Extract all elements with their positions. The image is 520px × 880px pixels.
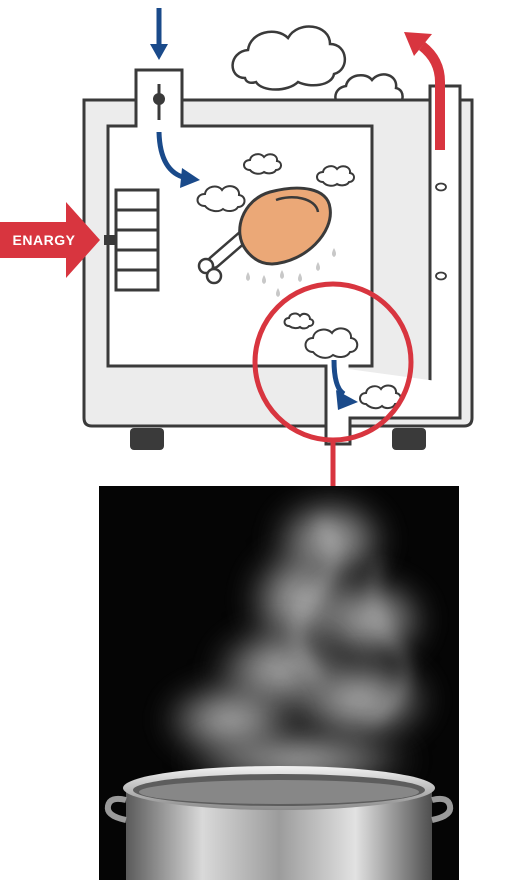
cloud-icon: [196, 185, 246, 213]
cloud-icon: [304, 327, 359, 359]
cloud-icon: [316, 165, 355, 187]
chicken-leg-icon: [197, 186, 332, 285]
drain-arrow-icon: [331, 359, 358, 410]
oven-foot-right: [392, 428, 426, 450]
cloud-icon: [243, 153, 282, 175]
cloud-icon: [359, 384, 402, 410]
exhaust-arrow-icon: [404, 32, 445, 150]
damper-knob-icon: [153, 93, 165, 105]
magnifier-icon: [252, 281, 414, 486]
heater-grill-icon: [104, 188, 160, 292]
droplet-icon: [246, 248, 336, 297]
bubble-icon: [435, 182, 447, 192]
oven-foot-left: [130, 428, 164, 450]
energy-arrow: ENARGY: [0, 202, 100, 278]
pot-icon: [104, 766, 454, 880]
steaming-pot-photo: [99, 486, 459, 880]
bubble-icon: [435, 271, 447, 281]
cloud-icon: [283, 312, 315, 330]
intake-arrow-icon: [150, 8, 168, 60]
airflow-arrow-icon: [156, 131, 200, 188]
energy-label: ENARGY: [13, 232, 76, 248]
cloud-icon: [231, 25, 346, 91]
